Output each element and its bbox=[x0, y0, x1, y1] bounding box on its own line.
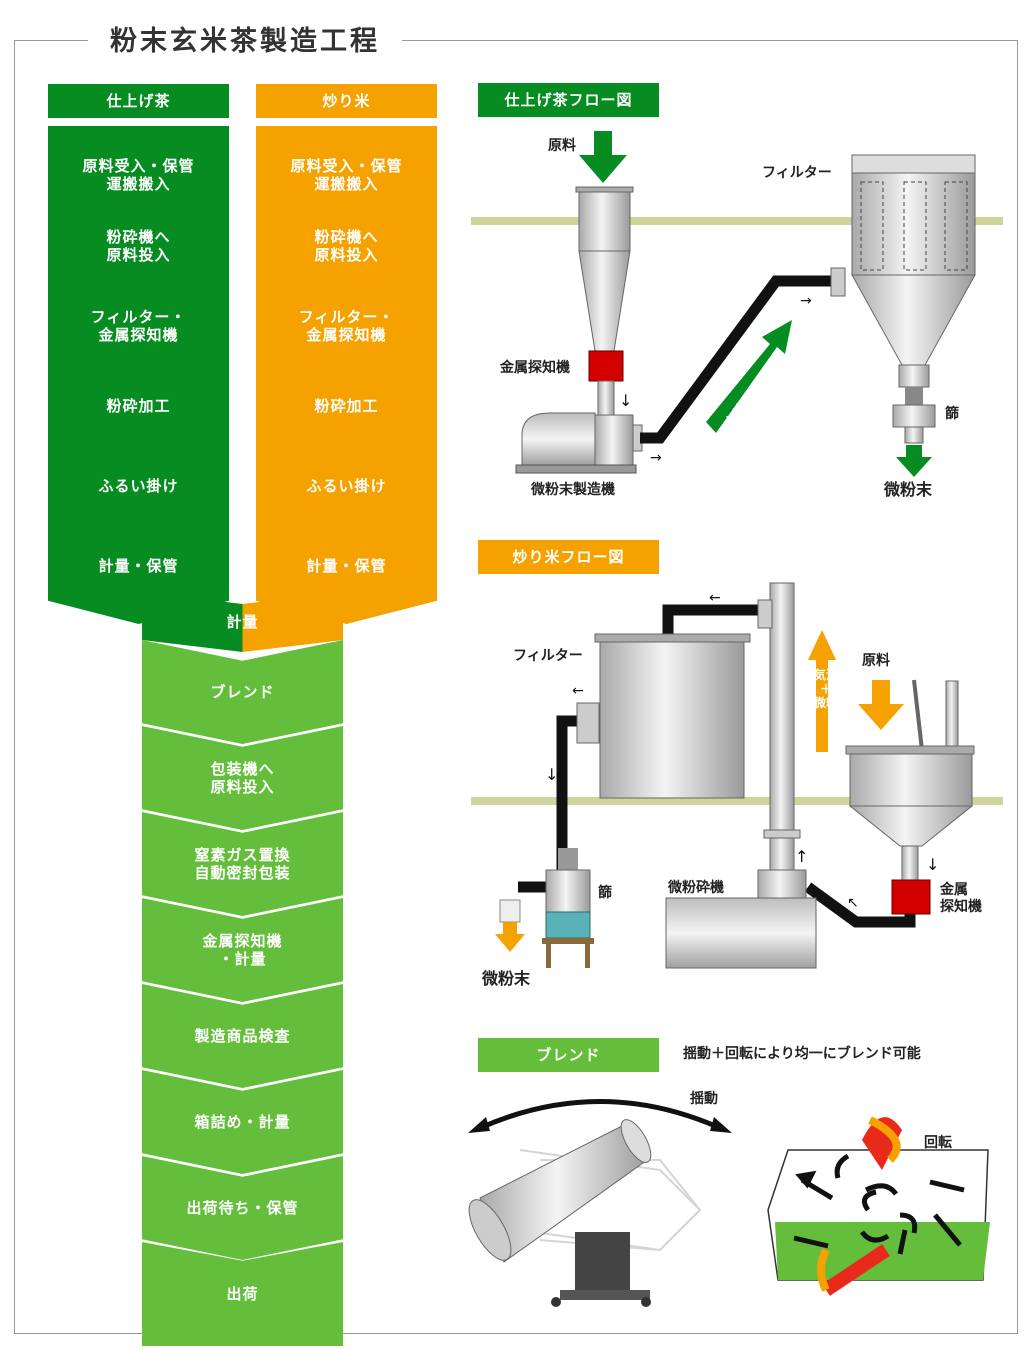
flow1-metal-label: 金属探知機 bbox=[500, 360, 570, 376]
header-finished-tea: 仕上げ茶 bbox=[48, 84, 229, 118]
flow2-raw-label: 原料 bbox=[862, 653, 890, 669]
micro-powder-machine bbox=[521, 412, 596, 466]
flow1-machine-label: 微粉末製造機 bbox=[531, 482, 615, 498]
raw-material-arrow-2 bbox=[858, 680, 904, 730]
filter-tank bbox=[599, 641, 745, 799]
flow2-output-label: 微粉末 bbox=[482, 969, 531, 988]
svg-text:↓: ↓ bbox=[926, 855, 939, 874]
blend-step-7: 出荷 bbox=[142, 1242, 343, 1346]
blend-step-0: ブレンド bbox=[142, 640, 343, 744]
blender-drum bbox=[468, 1119, 652, 1263]
svg-text:↖: ↖ bbox=[847, 895, 859, 911]
flow1-label: 仕上げ茶フロー図 bbox=[478, 83, 659, 117]
svg-text:←: ← bbox=[709, 590, 721, 606]
rotary-drum bbox=[767, 1116, 990, 1296]
flow2-crusher-label: 微粉砕機 bbox=[668, 880, 724, 896]
svg-text:↓: ↓ bbox=[545, 765, 558, 784]
cyclone-top bbox=[578, 186, 631, 252]
airflow-arrow-2 bbox=[808, 630, 836, 752]
blender-stand bbox=[575, 1232, 630, 1290]
metal-detector-box bbox=[588, 350, 624, 382]
page-title: 粉末玄米茶製造工程 bbox=[88, 22, 402, 62]
svg-text:↑: ↑ bbox=[795, 847, 808, 866]
rice-step-0: 原料受入・保管 運搬搬入 bbox=[256, 126, 437, 224]
flow2-filter-label: フィルター bbox=[513, 648, 583, 664]
sieve-1 bbox=[892, 404, 936, 428]
svg-text:←: ← bbox=[572, 683, 584, 699]
flow1-diagram: ↓ → → bbox=[471, 131, 1003, 477]
flow1-raw-label: 原料 bbox=[548, 138, 576, 154]
blend-rotate-label: 回転 bbox=[924, 1135, 952, 1151]
output-arrow bbox=[896, 445, 932, 477]
flow1-filter-label: フィルター bbox=[762, 165, 832, 181]
blend-label: ブレンド bbox=[478, 1038, 659, 1072]
raw-material-arrow bbox=[579, 131, 627, 183]
svg-text:→: → bbox=[650, 450, 662, 466]
outer-frame bbox=[14, 40, 1018, 1334]
blend-swing-label: 揺動 bbox=[690, 1091, 718, 1107]
sieve-2 bbox=[545, 869, 591, 913]
flow2-sieve-label: 篩 bbox=[598, 885, 612, 901]
svg-text:→: → bbox=[800, 293, 812, 309]
floor-line bbox=[471, 217, 1003, 225]
flow2-label: 炒り米フロー図 bbox=[478, 540, 659, 574]
output-arrow-2 bbox=[495, 922, 525, 952]
blend-description: 揺動＋回転により均一にブレンド可能 bbox=[683, 1046, 921, 1062]
header-roasted-rice: 炒り米 bbox=[256, 84, 437, 118]
blend-diagram bbox=[468, 1099, 990, 1307]
airflow-arrow bbox=[706, 320, 792, 433]
flow2-metal-label: 金属 探知機 bbox=[940, 882, 982, 915]
flow1-output-label: 微粉末 bbox=[884, 480, 933, 499]
cyclone-cone bbox=[578, 250, 631, 352]
flow2-airflow-label: 気流 ＋ 微粉 bbox=[814, 668, 839, 710]
bag-filter bbox=[851, 154, 976, 276]
floor-line-2 bbox=[471, 797, 1003, 805]
blend-step-2: 窒素ガス置換 自動密封包装 bbox=[142, 812, 343, 916]
flow1-sieve-label: 篩 bbox=[945, 406, 959, 422]
metal-detector-box-2 bbox=[891, 879, 931, 915]
hopper bbox=[849, 753, 973, 807]
svg-text:↓: ↓ bbox=[619, 391, 632, 410]
fine-crusher bbox=[665, 897, 817, 969]
flow2-diagram: ← ← ↓ ↑ ↓ ↖ bbox=[471, 582, 1003, 969]
